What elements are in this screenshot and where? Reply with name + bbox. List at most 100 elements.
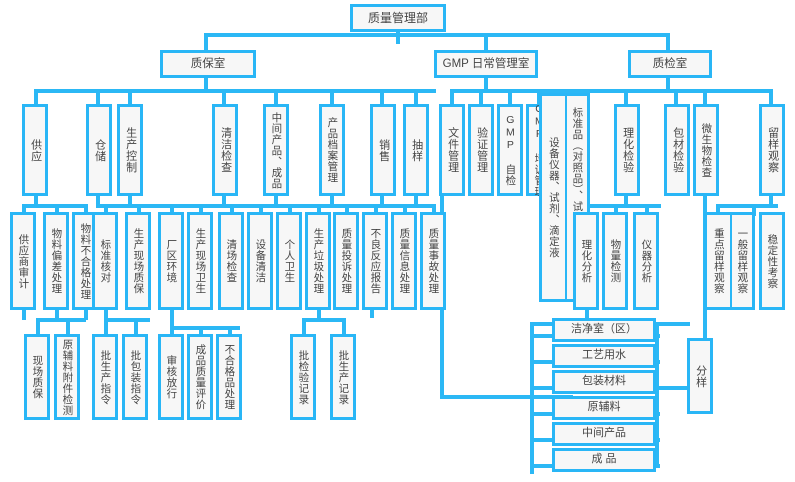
node-label: 包装材料 <box>582 375 626 388</box>
node-level3-microbiological-test[interactable]: 微生物检查 <box>693 104 719 196</box>
connector <box>55 308 59 320</box>
connector <box>374 204 378 216</box>
node-label: 厂区环境 <box>165 239 178 283</box>
node-level5-batch-production-order[interactable]: 批生产指令 <box>92 334 118 420</box>
node-level3-supply[interactable]: 供应 <box>22 104 48 196</box>
node-sample-division[interactable]: 分样 <box>687 338 713 414</box>
node-level4-material-deviation[interactable]: 物料偏差处理 <box>43 212 69 310</box>
node-level4-quality-complaint[interactable]: 质量投诉处理 <box>333 212 359 310</box>
node-label: 仓储 <box>93 138 106 162</box>
node-label: 生产现场卫生 <box>194 228 207 294</box>
node-sampling-cleanroom[interactable]: 洁净室（区） <box>552 318 656 342</box>
node-level3-warehouse[interactable]: 仓储 <box>86 104 112 196</box>
node-level4-line-clearance-check[interactable]: 清场检查 <box>218 212 244 310</box>
node-level5-finished-product-evaluation[interactable]: 成品质量评价 <box>187 334 213 420</box>
node-level4-physicochemical-analysis[interactable]: 理化分析 <box>573 212 599 310</box>
node-level5-onsite-qa[interactable]: 现场质保 <box>24 334 50 420</box>
node-level2-qa-room[interactable]: 质保室 <box>160 50 256 78</box>
connector <box>170 326 174 336</box>
node-label: 清洁检查 <box>219 127 232 173</box>
node-level3-sales[interactable]: 销售 <box>370 104 396 196</box>
connector <box>674 89 678 105</box>
node-level3-production-control[interactable]: 生产控制 <box>117 104 143 196</box>
node-level4-plant-environment[interactable]: 厂区环境 <box>158 212 184 310</box>
connector <box>655 386 693 390</box>
node-level5-nonconforming-product[interactable]: 不合格品处理 <box>216 334 242 420</box>
node-level4-adverse-reaction-report[interactable]: 不良反应报告 <box>362 212 388 310</box>
connector <box>530 438 554 442</box>
node-sampling-packaging-material[interactable]: 包装材料 <box>552 370 656 394</box>
connector <box>204 77 208 91</box>
connector <box>330 194 334 206</box>
node-level4-instrument-analysis[interactable]: 仪器分析 <box>633 212 659 310</box>
connector <box>204 33 208 51</box>
node-label: 审核放行 <box>165 355 178 399</box>
connector <box>769 194 773 206</box>
node-level5-review-release[interactable]: 审核放行 <box>158 334 184 420</box>
node-level3-equipment-reagents[interactable]: 设备仪器、试剂、滴定液 <box>539 93 565 302</box>
connector <box>96 204 332 208</box>
connector <box>222 194 226 206</box>
node-label: 个人卫生 <box>283 239 296 283</box>
node-level5-batch-test-record[interactable]: 批检验记录 <box>290 334 316 420</box>
node-level4-stability-study[interactable]: 稳定性考察 <box>759 212 785 310</box>
node-level5-raw-material-attachment-test[interactable]: 原辅料附件检测 <box>54 334 80 420</box>
connector <box>330 89 334 105</box>
connector <box>530 334 554 338</box>
connector <box>561 89 773 93</box>
connector <box>55 204 59 216</box>
node-level3-sampling[interactable]: 抽样 <box>403 104 429 196</box>
connector <box>342 318 346 336</box>
node-level3-document-management[interactable]: 文件管理 <box>439 104 465 196</box>
node-level4-quality-information[interactable]: 质量信息处理 <box>391 212 417 310</box>
node-level3-intermediate-finished[interactable]: 中间产品、成品 <box>263 104 289 196</box>
connector <box>230 204 234 216</box>
node-level2-qc-room[interactable]: 质检室 <box>628 50 712 78</box>
node-label: 质量投诉处理 <box>340 228 353 294</box>
connector <box>66 318 70 336</box>
node-level4-general-retained-sample[interactable]: 一般留样观察 <box>729 212 755 310</box>
node-label: 稳定性考察 <box>766 233 779 289</box>
node-level3-physicochemical-test[interactable]: 理化检验 <box>614 104 640 196</box>
connector <box>259 204 263 216</box>
node-level3-packaging-material-test[interactable]: 包材检验 <box>664 104 690 196</box>
connector <box>36 318 86 322</box>
node-level3-product-archive[interactable]: 产品档案管理 <box>319 104 345 196</box>
node-level4-production-waste[interactable]: 生产垃圾处理 <box>305 212 331 310</box>
node-level4-quality-incident[interactable]: 质量事故处理 <box>420 212 446 310</box>
node-level4-key-retained-sample[interactable]: 重点留样观察 <box>704 212 730 310</box>
node-label: 理化分析 <box>580 239 593 283</box>
node-level4-standard-verification[interactable]: 标准核对 <box>92 212 118 310</box>
node-sampling-finished-product[interactable]: 成 品 <box>552 448 656 472</box>
node-level3-gmp-self-inspection[interactable]: GMP 自检 <box>497 104 523 196</box>
node-level2-gmp-daily-room[interactable]: GMP 日常管理室 <box>434 50 538 78</box>
node-sampling-raw-material[interactable]: 原辅料 <box>552 396 656 420</box>
node-level4-supplier-audit[interactable]: 供应商审计 <box>10 212 36 310</box>
node-level4-quantity-detection[interactable]: 物量检测 <box>602 212 628 310</box>
node-label: 工艺用水 <box>582 349 626 362</box>
node-level3-retained-sample-observation[interactable]: 留样观察 <box>759 104 785 196</box>
node-level4-personal-hygiene[interactable]: 个人卫生 <box>276 212 302 310</box>
node-label: 质检室 <box>652 57 688 70</box>
node-level3-validation-management[interactable]: 验证管理 <box>468 104 494 196</box>
node-level4-production-site-qa[interactable]: 生产现场质保 <box>125 212 151 310</box>
node-label: 物量检测 <box>609 239 622 283</box>
connector <box>137 204 141 216</box>
node-level5-batch-packaging-order[interactable]: 批包装指令 <box>122 334 148 420</box>
connector <box>34 89 436 93</box>
node-level5-batch-production-record[interactable]: 批生产记录 <box>330 334 356 420</box>
node-label: 生产控制 <box>124 127 137 173</box>
node-sampling-process-water[interactable]: 工艺用水 <box>552 344 656 368</box>
connector <box>84 308 88 320</box>
node-label: 仪器分析 <box>640 239 653 283</box>
node-level4-production-site-hygiene[interactable]: 生产现场卫生 <box>187 212 213 310</box>
node-level3-cleaning-inspection[interactable]: 清洁检查 <box>212 104 238 196</box>
node-level4-equipment-cleaning[interactable]: 设备清洁 <box>247 212 273 310</box>
connector <box>380 89 384 105</box>
node-label: 供应商审计 <box>17 233 30 289</box>
node-sampling-intermediate-product[interactable]: 中间产品 <box>552 422 656 446</box>
node-label: 质量管理部 <box>367 10 428 25</box>
node-label: 物料偏差处理 <box>50 228 63 294</box>
connector <box>414 89 418 105</box>
node-root[interactable]: 质量管理部 <box>350 4 446 32</box>
